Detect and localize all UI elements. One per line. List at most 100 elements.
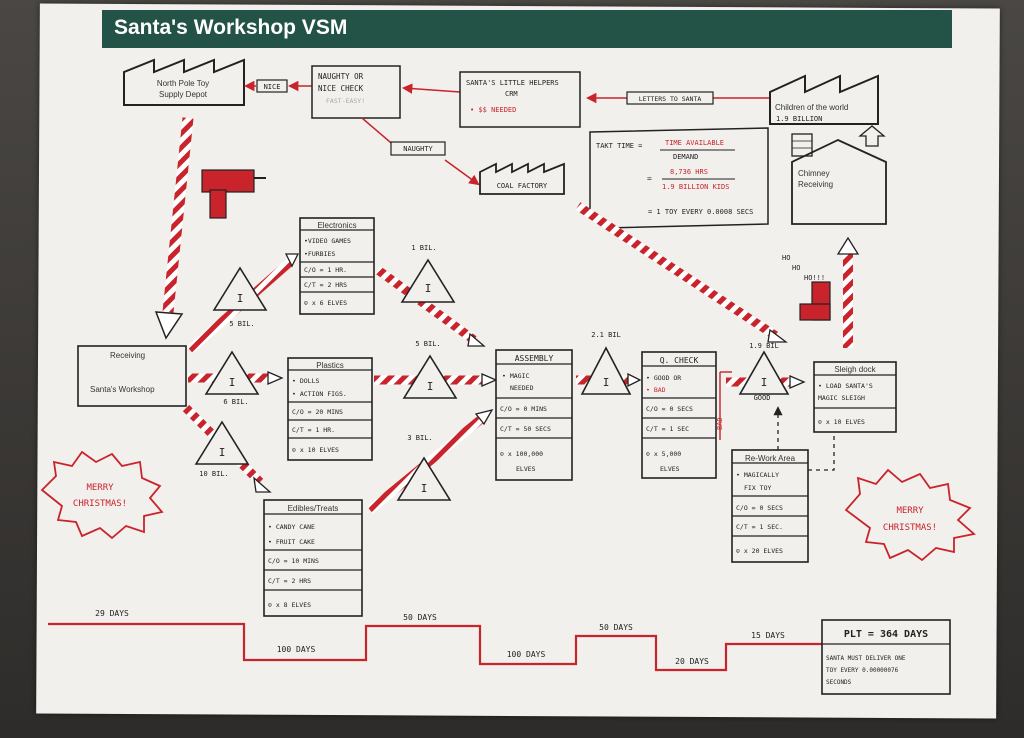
process-row: • LOAD SANTA'S — [818, 382, 873, 390]
process-row: C/T = 1 SEC. — [736, 523, 783, 531]
coal-label: COAL FACTORY — [497, 182, 548, 190]
inventory-value: 6 BIL. — [223, 398, 248, 406]
wait-days-4: 15 DAYS — [751, 631, 785, 640]
process-sleigh: Sleigh dock • LOAD SANTA'S MAGIC SLEIGH … — [813, 361, 897, 433]
bad-flow: BAD — [716, 371, 732, 440]
nice-label-box — [256, 79, 288, 93]
crm-line2: CRM — [505, 90, 518, 98]
naughty-label-box — [390, 141, 446, 156]
receiving-line2: Santa's Workshop — [90, 385, 155, 394]
nice-label: NICE — [264, 83, 281, 91]
up-arrow-icon — [858, 125, 886, 147]
process-name: Plastics — [316, 361, 344, 370]
inventory-i: I — [761, 376, 768, 389]
process-row: ⊙ x 100,000 — [500, 450, 543, 458]
inventory-value: 10 BIL. — [199, 470, 229, 478]
crm-note: • $$ NEEDED — [470, 106, 516, 114]
chimney-receiving: Chimney Receiving — [791, 125, 887, 225]
customer-line2: 1.9 BILLION — [776, 115, 822, 123]
process-edibles: Edibles/Treats • CANDY CANE • FRUIT CAKE… — [263, 499, 363, 617]
takt-label: TAKT TIME = — [596, 142, 642, 150]
customer-line1: Children of the world — [775, 103, 848, 112]
process-name: Sleigh dock — [834, 365, 876, 374]
process-name: ASSEMBLY — [515, 354, 554, 363]
process-name: Q. CHECK — [660, 356, 699, 365]
coal-factory: COAL FACTORY — [479, 162, 565, 195]
good-label: GOOD — [754, 394, 771, 402]
inventory-value: 1.9 BIL — [749, 342, 779, 350]
inventory-electronics-out: I 1 BIL. — [400, 244, 456, 303]
merry-christmas-left: MERRY CHRISTMAS! — [40, 450, 164, 540]
inventory-i: I — [427, 380, 434, 393]
ho-1: HO — [782, 254, 790, 262]
plt-line2: TOY EVERY 0.00000076 — [826, 667, 899, 674]
naughty-nice-check-box: NAUGHTY OR NICE CHECK FAST-EASY! — [311, 65, 401, 119]
merry-right-1: MERRY — [896, 506, 924, 516]
takt-result: = 1 TOY EVERY 0.0008 SECS — [648, 208, 753, 216]
letters-label-box — [626, 91, 714, 105]
process-row: C/T = 1 HR. — [292, 426, 335, 434]
inventory-edibles-out: I 3 BIL. — [396, 434, 452, 501]
chimney-line2: Receiving — [798, 180, 833, 189]
merry-christmas-right: MERRY CHRISTMAS! — [844, 468, 976, 562]
naughty-check-line2: NICE CHECK — [318, 84, 364, 93]
chimney-line1: Chimney — [798, 169, 830, 178]
process-row: C/T = 50 SECS — [500, 425, 551, 433]
wait-days-1: 29 DAYS — [95, 609, 129, 618]
process-row: ⊙ x 10 ELVES — [292, 446, 339, 454]
process-days-1: 100 DAYS — [277, 645, 316, 654]
inventory-value: 2.1 BIL — [591, 331, 621, 339]
process-row: C/T = 1 SEC — [646, 425, 689, 433]
naughty-check-note: FAST-EASY! — [326, 97, 365, 105]
inventory-plastics-out: I 5 BIL. — [402, 340, 458, 399]
process-name: Re-Work Area — [745, 454, 796, 463]
inventory-assembly-out: I 2.1 BIL — [580, 331, 632, 395]
plt-summary-box: PLT = 364 DAYS SANTA MUST DELIVER ONE TO… — [821, 619, 951, 695]
receiving-line1: Receiving — [110, 351, 145, 360]
process-row: • ACTION FIGS. — [292, 390, 347, 398]
plt-value: PLT = 364 DAYS — [844, 629, 928, 640]
process-row: ⊙ x 5,000 — [646, 450, 681, 458]
process-row: FIX TOY — [744, 484, 771, 492]
wait-days-3: 50 DAYS — [599, 623, 633, 632]
process-qcheck: Q. CHECK • GOOD OR • BAD C/O = 0 SECS C/… — [641, 351, 717, 479]
drill-icon — [201, 169, 266, 219]
process-row: • DOLLS — [292, 377, 319, 385]
process-row: C/O = 1 HR. — [304, 266, 347, 274]
inventory-i: I — [237, 292, 244, 305]
supplier-name-line2: Supply Depot — [159, 90, 208, 99]
merry-right-2: CHRISTMAS! — [883, 523, 937, 533]
process-row: •VIDEO GAMES — [304, 237, 351, 245]
supplier-name-line1: North Pole Toy — [157, 79, 209, 88]
process-row: • MAGICALLY — [736, 471, 779, 479]
customer-factory: Children of the world 1.9 BILLION — [769, 74, 879, 125]
inventory-qcheck-out: I 1.9 BIL — [738, 342, 790, 395]
process-row: • GOOD OR — [646, 374, 681, 382]
inventory-electronics-in: I 5 BIL. — [212, 266, 268, 328]
process-row: C/T = 2 HRS — [268, 577, 311, 585]
ho-3: HO!!! — [804, 274, 825, 282]
process-row: •FURBIES — [304, 250, 335, 258]
title-bar: Santa's Workshop VSM — [102, 10, 952, 48]
bad-label: BAD — [716, 417, 724, 430]
process-name: Electronics — [317, 221, 356, 230]
crm-box: SANTA'S LITTLE HELPERS CRM • $$ NEEDED — [459, 71, 581, 128]
ho-2: HO — [792, 264, 800, 272]
merry-left-2: CHRISTMAS! — [73, 499, 127, 509]
process-plastics: Plastics • DOLLS • ACTION FIGS. C/O = 20… — [287, 357, 373, 461]
process-assembly: ASSEMBLY • MAGIC NEEDED C/O = 0 MINS C/T… — [495, 349, 573, 481]
inventory-plastics-in: I 6 BIL. — [204, 350, 260, 406]
inventory-value: 1 BIL. — [411, 244, 436, 252]
process-row: C/T = 2 HRS — [304, 281, 347, 289]
process-row: C/O = 10 MINS — [268, 557, 319, 565]
inventory-edibles-in: I 10 BIL. — [194, 420, 250, 478]
process-row: • CANDY CANE — [268, 523, 315, 531]
naughty-label: NAUGHTY — [403, 145, 433, 153]
process-row: ELVES — [660, 465, 680, 473]
merry-left-1: MERRY — [86, 483, 114, 493]
inventory-i: I — [219, 446, 226, 459]
process-row: ⊙ x 20 ELVES — [736, 547, 783, 555]
process-row: • FRUIT CAKE — [268, 538, 315, 546]
supplier-factory: North Pole Toy Supply Depot — [123, 58, 245, 106]
